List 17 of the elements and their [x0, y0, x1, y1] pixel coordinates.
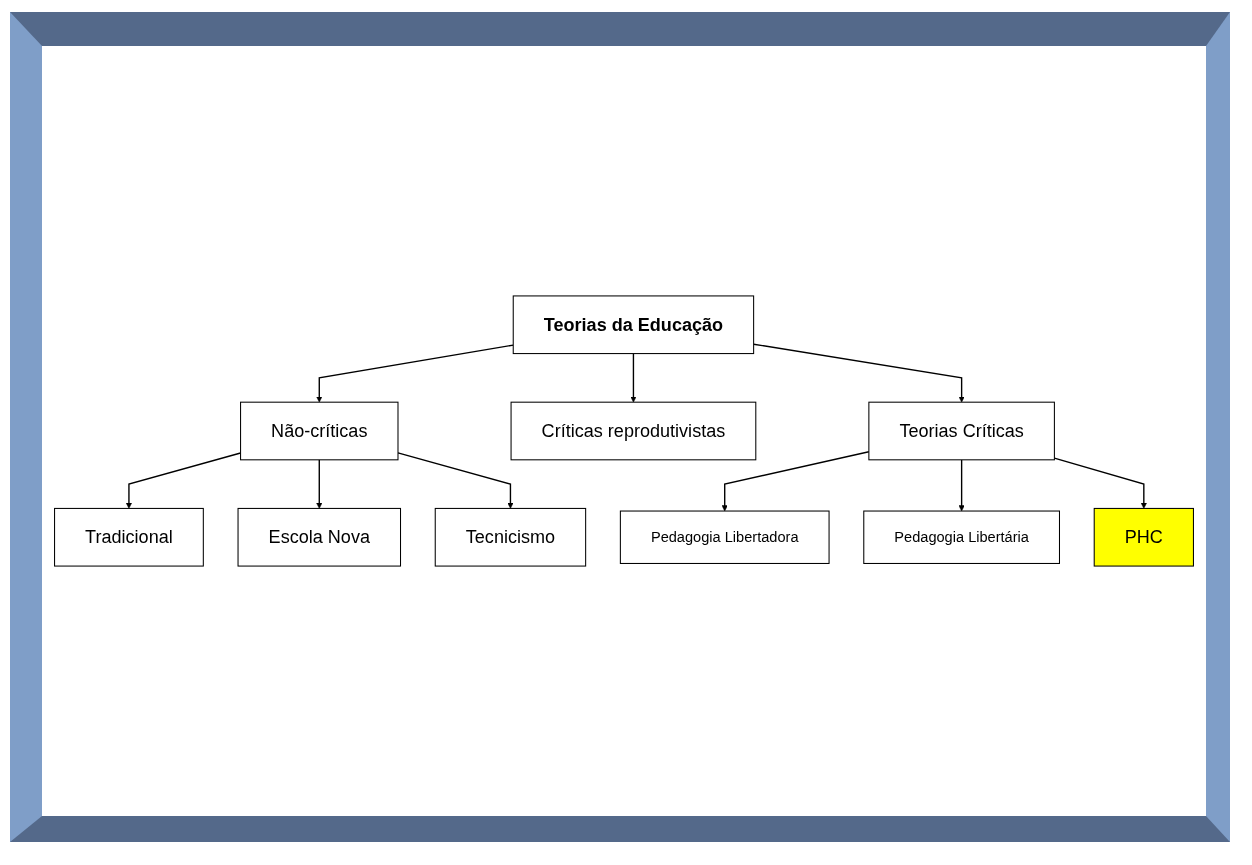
- node-box: [434, 507, 587, 567]
- node-box: [868, 401, 1055, 461]
- arrow: [397, 452, 514, 509]
- arrow: [316, 459, 323, 509]
- node-box: [512, 295, 755, 355]
- node-box: [240, 401, 399, 461]
- node-box: [54, 507, 204, 567]
- arrow: [958, 459, 965, 512]
- arrow: [1053, 457, 1147, 509]
- page-frame: Teorias da Educação Não-críticas Críticas reprodutivistas Teorias Críticas Tradicional Escola Nova Tecnicismo Pedagogia Libertadora Pedagogia Libertária PHC: [10, 12, 1230, 842]
- node-box: [237, 507, 402, 567]
- node-box: [510, 401, 757, 461]
- node-box: [1093, 507, 1194, 567]
- node-box: [863, 510, 1060, 564]
- arrow: [316, 344, 514, 403]
- node-box: [619, 510, 830, 564]
- arrow: [630, 352, 637, 403]
